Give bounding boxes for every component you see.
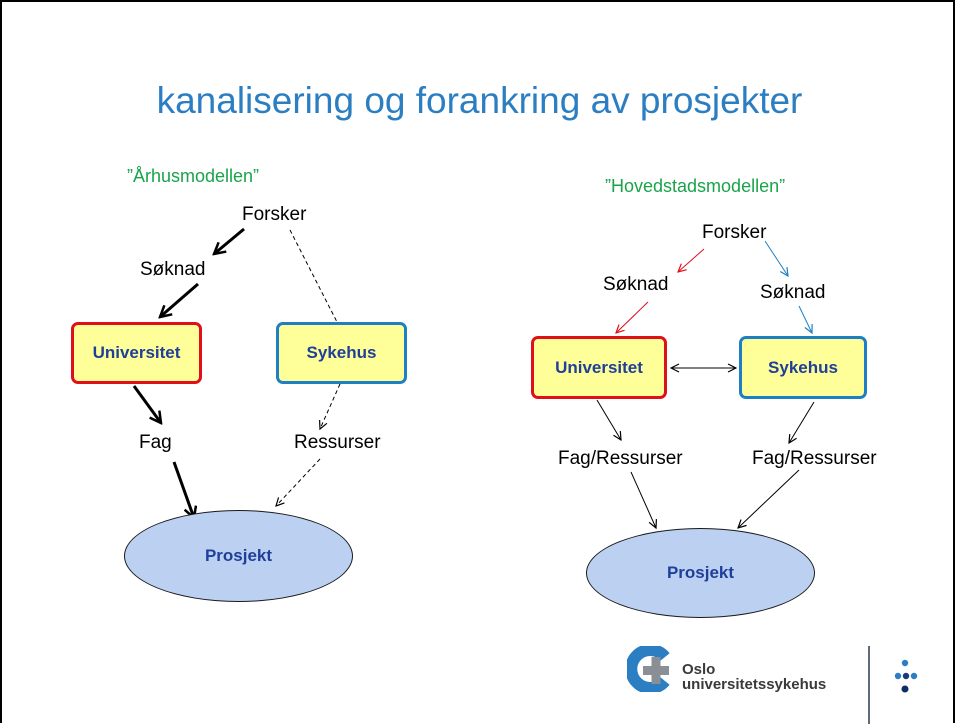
aarhus-model-title: ”Århusmodellen” <box>127 166 260 186</box>
right-universitet-box: Universitet <box>531 336 667 399</box>
arrow-blue-forsker-to-soknad <box>764 240 788 276</box>
dashed-sykehus-to-ressurser <box>320 383 341 429</box>
arrow-red-forsker-to-soknad <box>678 248 705 272</box>
arrow-red-soknad-to-universitet <box>616 301 649 333</box>
arrow-fagressurser-left-to-prosjekt <box>630 471 656 528</box>
right-soknad-left-label: Søknad <box>603 274 669 295</box>
arrow-forsker-to-soknad <box>214 227 245 254</box>
dot <box>910 672 918 680</box>
arrow-sykehus-to-fagressurser <box>789 401 815 443</box>
right-fagressurser-right-label: Fag/Ressurser <box>752 448 877 469</box>
left-sykehus-box: Sykehus <box>276 322 407 384</box>
right-soknad-right-label: Søknad <box>760 282 826 303</box>
logo-divider <box>868 646 870 724</box>
hovedstad-model-title: ”Hovedstadsmodellen” <box>605 176 786 196</box>
hospital-logo-icon <box>625 644 670 694</box>
arrow-universitet-to-fag <box>132 385 161 423</box>
arrow-soknad-to-universitet <box>160 282 199 317</box>
logo-text-oslo: Oslo <box>682 661 716 678</box>
dot <box>901 659 909 667</box>
dot <box>894 672 902 680</box>
right-sykehus-box: Sykehus <box>739 336 867 399</box>
left-ressurser-label: Ressurser <box>294 432 381 453</box>
arrow-fag-to-prosjekt <box>172 461 194 518</box>
arrow-fagressurser-right-to-prosjekt <box>738 469 800 528</box>
arrow-blue-soknad-to-sykehus <box>798 305 812 333</box>
left-prosjekt-ellipse: Prosjekt <box>124 510 353 602</box>
right-forsker-label: Forsker <box>702 222 767 243</box>
dot <box>902 672 910 680</box>
dot <box>901 685 909 693</box>
hospital-logo <box>625 644 673 697</box>
slide-title: kanalisering og forankring av prosjekter <box>156 80 803 121</box>
dashed-forsker-to-sykehus <box>289 229 338 323</box>
left-soknad-label: Søknad <box>140 259 206 280</box>
left-forsker-label: Forsker <box>242 204 307 225</box>
arrow-universitet-to-fagressurser <box>596 399 621 440</box>
right-fagressurser-left-label: Fag/Ressurser <box>558 448 683 469</box>
left-fag-label: Fag <box>139 432 172 453</box>
right-prosjekt-ellipse: Prosjekt <box>586 528 815 618</box>
logo-text-universitetssykehus: universitetssykehus <box>682 676 827 693</box>
dashed-ressurser-to-prosjekt <box>276 458 321 506</box>
left-universitet-box: Universitet <box>71 322 202 384</box>
